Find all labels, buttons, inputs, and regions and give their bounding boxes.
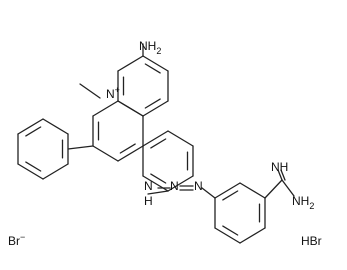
- ring-lower-bond: [142, 130, 169, 147]
- ring-central-bond: [92, 145, 119, 162]
- ring-nitrogen-label: N+: [106, 85, 120, 101]
- ring-benzamidine-inner-double-bond: [222, 225, 239, 236]
- amidine-carbon-bond: [264, 179, 283, 199]
- bromide-ion-label: Br−: [8, 232, 25, 248]
- ring-benzamidine-bond: [214, 182, 241, 199]
- ring-upper-inner-double-bond: [144, 98, 161, 109]
- amidine-amine-bond: [281, 179, 295, 197]
- ring-benzamidine-bond: [239, 182, 266, 199]
- ring-upper-bond: [142, 55, 169, 72]
- ring-upper-bond: [142, 100, 169, 117]
- bond-lines: [17, 43, 295, 244]
- amidine-amine-label: NH2: [292, 194, 314, 211]
- ring-central-bond: [117, 100, 144, 117]
- triazene-link-bond: [147, 190, 169, 195]
- ring-phenyl-bond: [42, 118, 69, 135]
- amino-group-label: NH2: [139, 39, 161, 56]
- ring-upper-bond: [117, 55, 144, 72]
- hydrobromide-label: HBr: [301, 234, 322, 248]
- ring-upper-inner-double-bond: [144, 63, 161, 74]
- imine-label: NH: [271, 160, 288, 174]
- triazene-n1-label: N: [144, 179, 153, 193]
- ring-benzamidine-bond: [239, 227, 266, 244]
- ring-lower-inner-double-bond: [150, 138, 167, 149]
- ring-central-inner-double-bond: [119, 143, 136, 154]
- triazene-aryl-bond: [201, 187, 216, 199]
- triazene-n3-label: N: [194, 179, 203, 193]
- amidine-imine-bond: [277, 169, 283, 181]
- ring-phenyl-bond: [42, 163, 69, 180]
- amidine-imine-double-bond: [280, 169, 286, 181]
- ring-benzamidine-bond: [214, 227, 241, 244]
- ring-central-bond: [92, 100, 119, 117]
- triazene-n2-label: N: [170, 179, 179, 193]
- phenyl-link-bond: [67, 145, 94, 150]
- ring-lower-inner-double-bond: [150, 173, 167, 184]
- ring-phenyl-inner-double-bond: [25, 161, 42, 172]
- ring-phenyl-inner-double-bond: [25, 126, 42, 137]
- triazene-n1-hydrogen-label: H: [144, 194, 153, 208]
- ring-lower-bond: [167, 130, 194, 147]
- ring-phenyl-bond: [17, 163, 44, 180]
- ring-central-bond: [117, 145, 144, 162]
- n-methyl-bond: [79, 83, 101, 99]
- ring-phenyl-bond: [17, 118, 44, 135]
- ring-lower-bond: [167, 175, 194, 192]
- ring-benzamidine-inner-double-bond: [222, 190, 239, 201]
